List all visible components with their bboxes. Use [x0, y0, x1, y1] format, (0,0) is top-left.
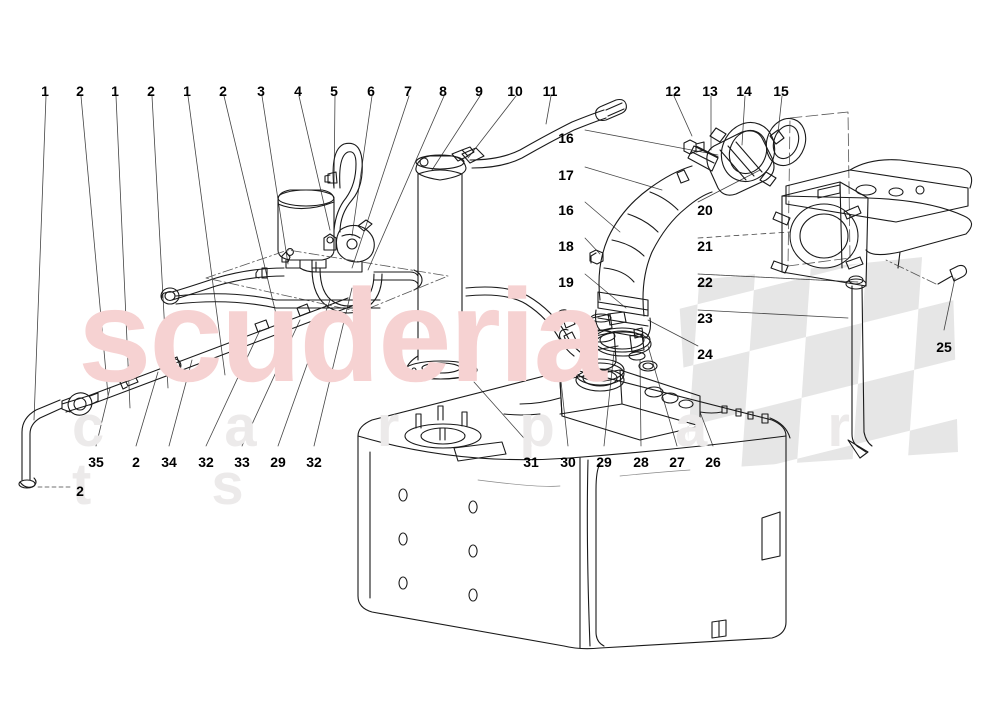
callout-10[interactable]: 10: [507, 83, 523, 99]
callout-35[interactable]: 35: [88, 454, 104, 470]
callout-32[interactable]: 32: [198, 454, 214, 470]
callout-16[interactable]: 16: [558, 202, 574, 218]
callout-31[interactable]: 31: [523, 454, 539, 470]
callout-25[interactable]: 25: [936, 339, 952, 355]
callout-23[interactable]: 23: [697, 310, 713, 326]
callout-2[interactable]: 2: [76, 83, 84, 99]
callout-12[interactable]: 12: [665, 83, 681, 99]
callout-15[interactable]: 15: [773, 83, 789, 99]
callout-4[interactable]: 4: [294, 83, 302, 99]
callout-1[interactable]: 1: [111, 83, 119, 99]
callout-2[interactable]: 2: [132, 454, 140, 470]
callout-18[interactable]: 18: [558, 238, 574, 254]
callout-26[interactable]: 26: [705, 454, 721, 470]
callout-16[interactable]: 16: [558, 130, 574, 146]
callout-19[interactable]: 19: [558, 274, 574, 290]
callout-7[interactable]: 7: [404, 83, 412, 99]
callout-2[interactable]: 2: [219, 83, 227, 99]
callout-2[interactable]: 2: [147, 83, 155, 99]
callout-9[interactable]: 9: [475, 83, 483, 99]
callout-32[interactable]: 32: [306, 454, 322, 470]
callout-21[interactable]: 21: [697, 238, 713, 254]
callout-30[interactable]: 30: [560, 454, 576, 470]
callout-5[interactable]: 5: [330, 83, 338, 99]
callout-14[interactable]: 14: [736, 83, 752, 99]
callout-17[interactable]: 17: [558, 167, 574, 183]
callout-13[interactable]: 13: [702, 83, 718, 99]
callout-29[interactable]: 29: [270, 454, 286, 470]
callout-29[interactable]: 29: [596, 454, 612, 470]
callout-27[interactable]: 27: [669, 454, 685, 470]
callout-1[interactable]: 1: [183, 83, 191, 99]
callout-34[interactable]: 34: [161, 454, 177, 470]
callout-3[interactable]: 3: [257, 83, 265, 99]
callout-20[interactable]: 20: [697, 202, 713, 218]
callout-8[interactable]: 8: [439, 83, 447, 99]
callout-28[interactable]: 28: [633, 454, 649, 470]
callout-33[interactable]: 33: [234, 454, 250, 470]
callout-2[interactable]: 2: [76, 483, 84, 499]
callout-1[interactable]: 1: [41, 83, 49, 99]
callout-11[interactable]: 11: [542, 83, 558, 99]
callout-22[interactable]: 22: [697, 274, 713, 290]
callout-6[interactable]: 6: [367, 83, 375, 99]
callout-24[interactable]: 24: [697, 346, 713, 362]
